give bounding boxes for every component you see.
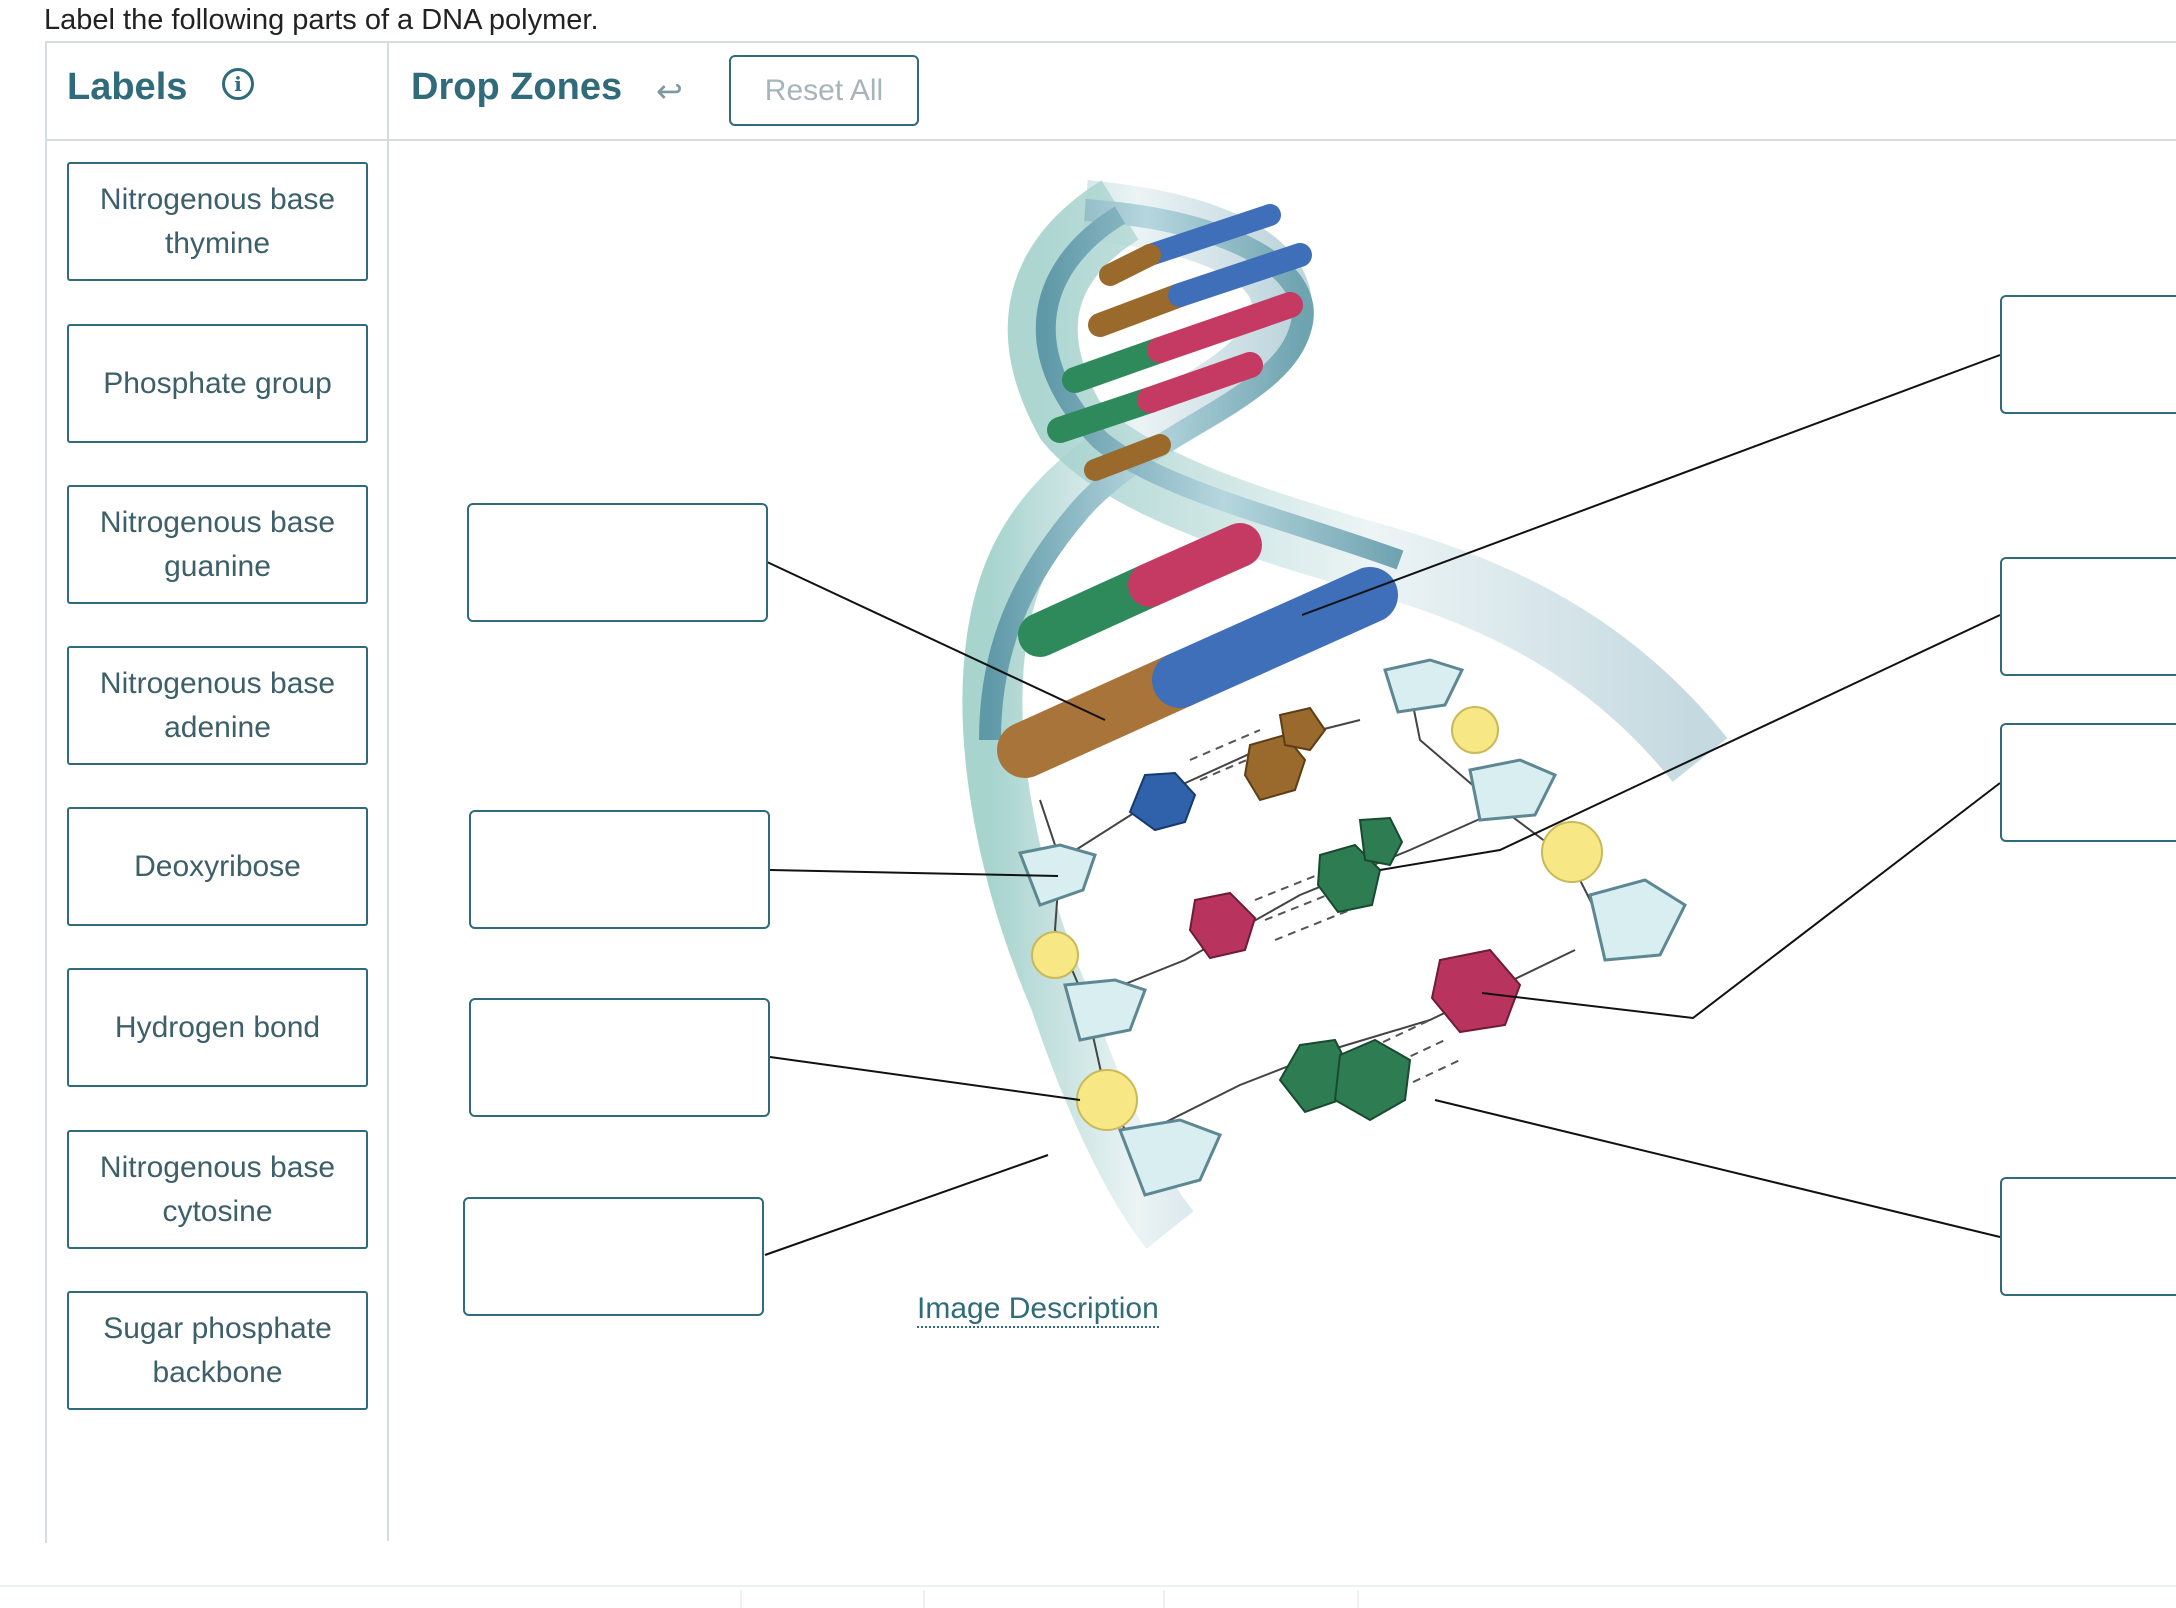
label-thymine[interactable]: Nitrogenous base thymine <box>67 162 368 281</box>
leader-lines <box>764 354 2001 1256</box>
drop-zone-4[interactable] <box>463 1197 764 1316</box>
question-text: Label the following parts of a DNA polym… <box>44 4 599 36</box>
label-phosphate-group[interactable]: Phosphate group <box>67 324 368 443</box>
footer-tick <box>1163 1590 1165 1608</box>
footer-divider <box>0 1585 2176 1587</box>
footer-tick <box>923 1590 925 1608</box>
drop-zone-1[interactable] <box>467 503 768 622</box>
info-icon[interactable]: i <box>222 68 254 100</box>
drop-zone-6[interactable] <box>2000 557 2176 676</box>
drop-zone-5[interactable] <box>2000 295 2176 414</box>
nitrogenous-bases <box>1128 706 1522 1122</box>
label-adenine[interactable]: Nitrogenous base adenine <box>67 646 368 765</box>
labels-column <box>45 43 389 1541</box>
undo-icon[interactable]: ↩ <box>656 73 683 109</box>
deoxyribose-sugars <box>1017 658 1687 1197</box>
footer-tick <box>1357 1590 1359 1608</box>
activity-panel <box>45 41 2176 1543</box>
label-hydrogen-bond[interactable]: Hydrogen bond <box>67 968 368 1087</box>
upper-base-pairs <box>997 204 1398 778</box>
label-guanine[interactable]: Nitrogenous base guanine <box>67 485 368 604</box>
header-row <box>45 43 2176 141</box>
drop-zone-3[interactable] <box>469 998 770 1117</box>
drop-zone-2[interactable] <box>469 810 770 929</box>
reset-all-button[interactable]: Reset All <box>729 55 919 126</box>
footer-tick <box>740 1590 742 1608</box>
phosphate-groups <box>1031 706 1603 1131</box>
drop-zone-7[interactable] <box>2000 723 2176 842</box>
image-description-link[interactable]: Image Description <box>917 1292 1159 1328</box>
drop-zones-heading: Drop Zones <box>411 66 623 108</box>
label-sugar-phosphate-backbone[interactable]: Sugar phosphate backbone <box>67 1291 368 1410</box>
label-deoxyribose[interactable]: Deoxyribose <box>67 807 368 926</box>
label-cytosine[interactable]: Nitrogenous base cytosine <box>67 1130 368 1249</box>
drop-zone-8[interactable] <box>2000 1177 2176 1296</box>
labels-heading: Labels <box>67 66 188 108</box>
